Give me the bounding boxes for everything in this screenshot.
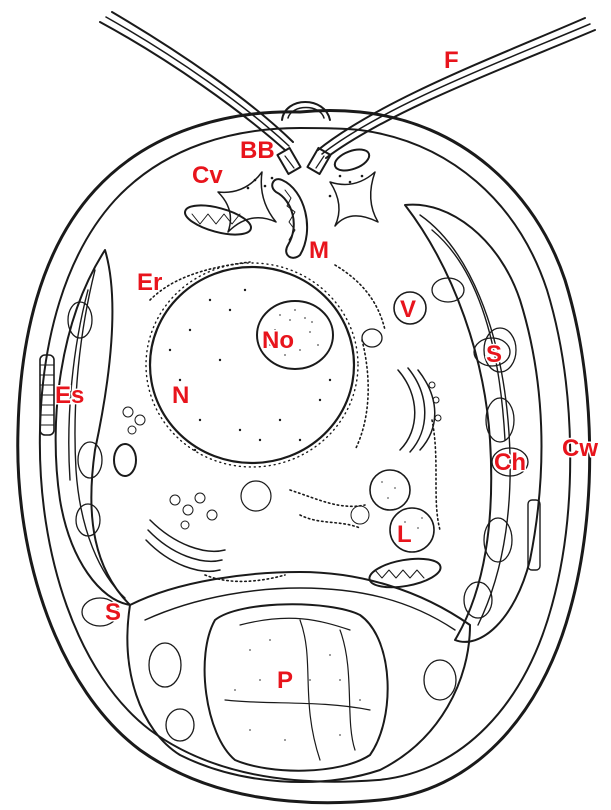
label-eyespot: Es [55,382,84,409]
label-starch-lower: S [105,599,121,626]
basal-bodies [277,148,330,174]
label-nucleolus: No [262,327,294,354]
label-pyrenoid: P [277,667,293,694]
label-contractile-vacuole: Cv [192,162,223,189]
pyrenoid [205,604,388,770]
chloroplast-right [405,205,541,642]
contractile-vacuoles [218,172,378,232]
label-chloroplast: Ch [494,449,526,476]
label-flagella: F [444,47,459,74]
eyespot [40,355,54,435]
golgi-left [146,493,225,571]
label-starch-upper: S [486,341,502,368]
label-endoplasmic-reticulum: Er [137,269,162,296]
chloroplast-left [56,250,130,605]
mitochondria [114,145,443,592]
label-nucleus: N [172,382,189,409]
label-basal-bodies: BB [240,137,275,164]
label-mitochondrion: M [309,237,329,264]
starch-grains [82,338,510,626]
label-vacuole: V [400,296,416,323]
label-cell-wall: Cw [562,435,598,462]
label-lipid: L [397,521,412,548]
nucleus [146,263,358,467]
